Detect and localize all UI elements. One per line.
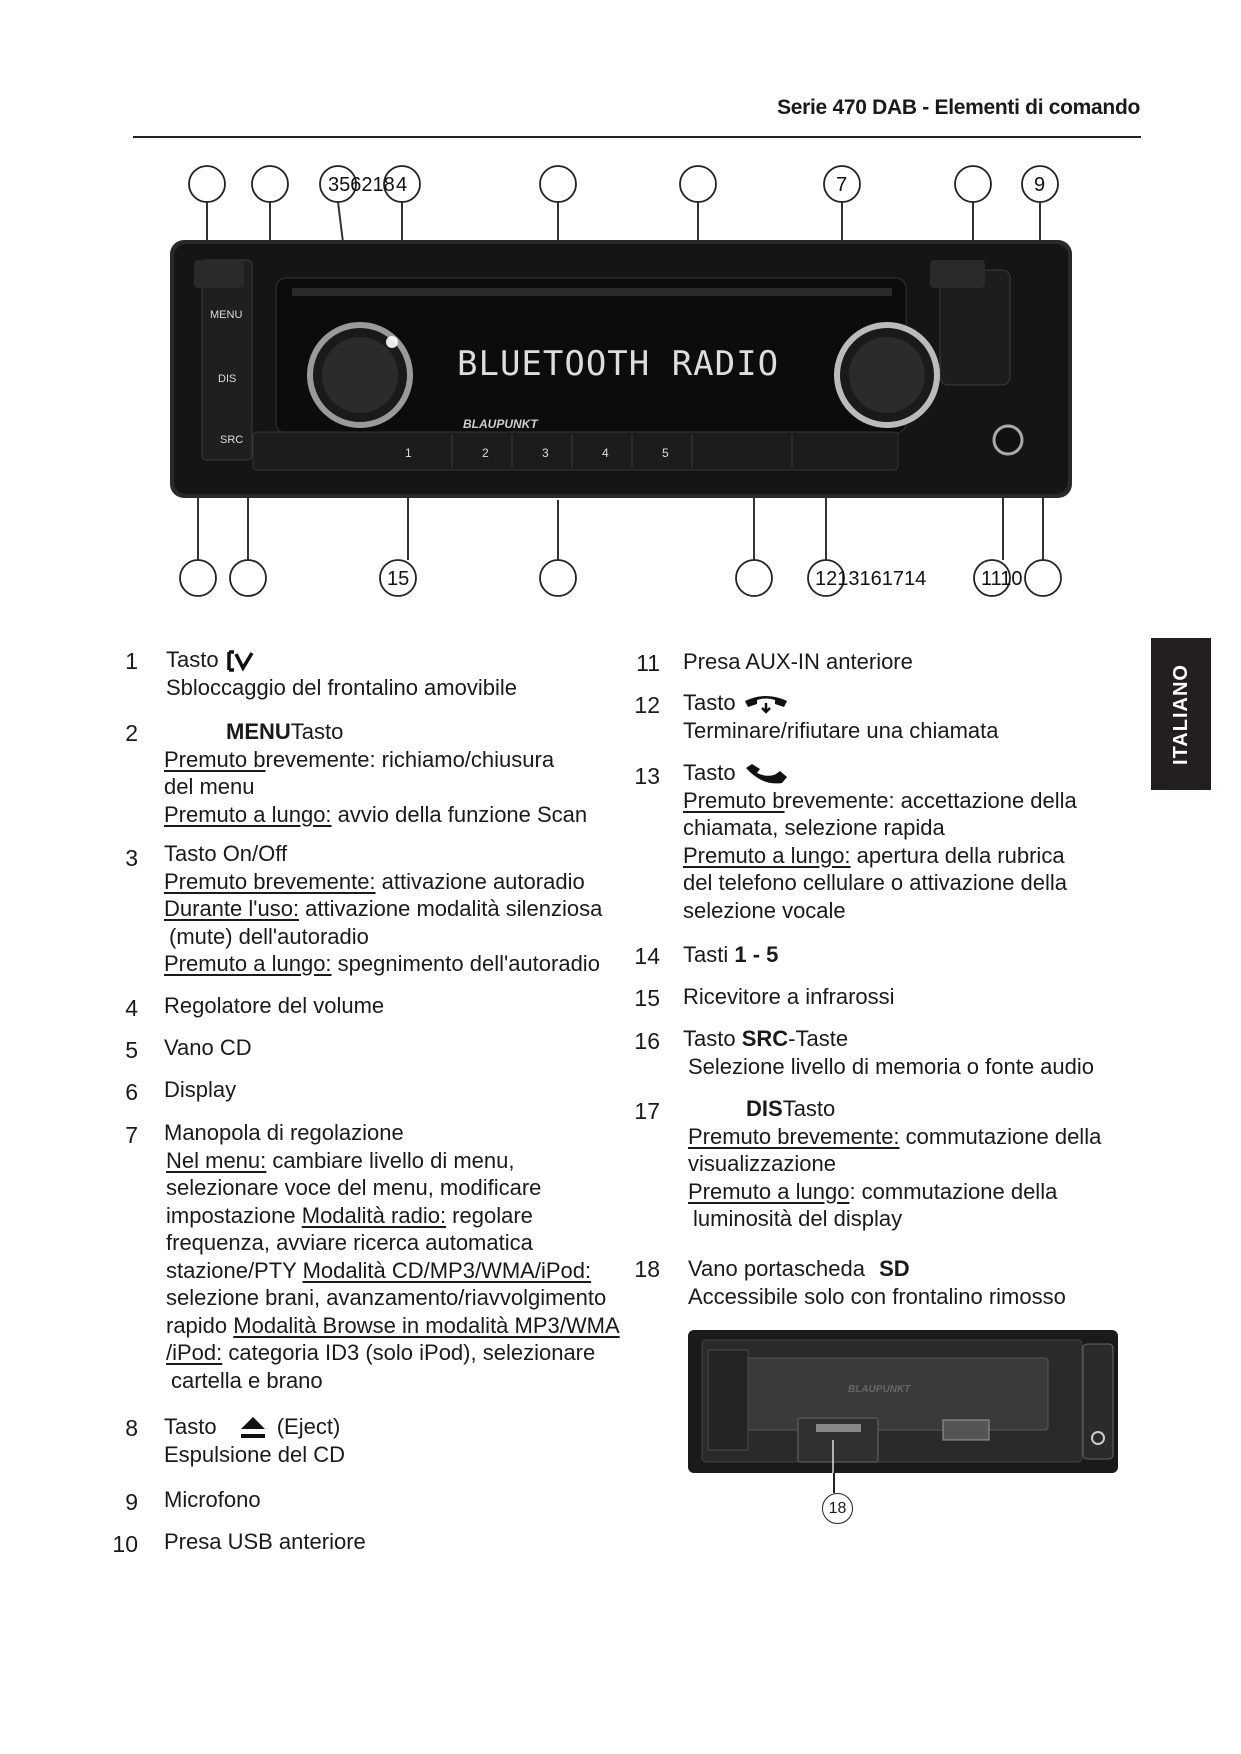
item-number: 11 xyxy=(636,650,660,676)
header-rule xyxy=(133,136,1141,138)
callout-label-1213161714: 1213161714 xyxy=(815,568,926,590)
item-number: 16 xyxy=(634,1028,660,1054)
item-number: 6 xyxy=(125,1079,138,1105)
language-tab-label: ITALIANO xyxy=(1169,663,1192,765)
left-buttons: MENU DIS SRC xyxy=(210,309,243,446)
item-number: 8 xyxy=(125,1415,138,1441)
preset-keys: 1 2 3 4 5 xyxy=(405,446,669,460)
chassis-brand: BLAUPUNKT xyxy=(848,1384,911,1395)
item-number: 9 xyxy=(125,1489,138,1515)
dis-button-label: DIS xyxy=(218,373,236,385)
menu-button-label: MENU xyxy=(210,309,242,321)
radio-front-diagram: MENU DIS SRC BLUETOOTH RADIO BLAUPUNKT 1… xyxy=(170,165,1072,597)
volume-knob xyxy=(307,322,413,428)
preset-key-1: 1 xyxy=(405,446,412,460)
item-number: 3 xyxy=(125,845,138,871)
menu-key-label: MENU xyxy=(226,719,291,744)
release-icon xyxy=(226,650,254,672)
callout-label-7: 7 xyxy=(836,174,847,196)
item-number: 14 xyxy=(634,943,660,969)
brand-logo: BLAUPUNKT xyxy=(463,417,539,431)
callout-labels: 356218 4 7 9 15 1213161714 1110 xyxy=(328,174,1045,590)
item-description: Sbloccaggio del frontalino amovibile xyxy=(166,674,517,700)
item-title: Tasto xyxy=(166,647,219,672)
item-number: 13 xyxy=(634,763,660,789)
radio-body xyxy=(170,240,1072,498)
item-number: 17 xyxy=(634,1098,660,1124)
callout-label-356218: 356218 xyxy=(328,174,395,196)
item-number: 2 xyxy=(125,720,138,746)
language-tab: ITALIANO xyxy=(1151,638,1211,790)
aux-jack xyxy=(992,424,1024,456)
item-number: 1 xyxy=(125,648,138,674)
preset-key-3: 3 xyxy=(542,446,549,460)
preset-key-4: 4 xyxy=(602,446,609,460)
callout-18-line xyxy=(833,1473,835,1493)
item-number: 7 xyxy=(125,1122,138,1148)
eject-icon xyxy=(240,1417,265,1439)
display-text: BLUETOOTH RADIO xyxy=(457,344,779,384)
src-key-label: SRC xyxy=(741,1026,789,1051)
item-number: 12 xyxy=(634,692,660,718)
page-header-title: Serie 470 DAB - Elementi di comando xyxy=(777,96,1140,119)
bottom-callout-circles xyxy=(179,559,1062,597)
callout-18: 18 xyxy=(822,1493,853,1524)
item-number: 5 xyxy=(125,1037,138,1063)
callout-label-4: 4 xyxy=(396,174,407,196)
top-callout-circles xyxy=(188,165,1059,203)
chassis-photo: BLAUPUNKT xyxy=(688,1330,1118,1473)
item-number: 15 xyxy=(634,985,660,1011)
callout-label-15: 15 xyxy=(387,568,409,590)
preset-key-5: 5 xyxy=(662,446,669,460)
dis-key-label: DIS xyxy=(746,1096,783,1121)
callout-label-1110: 1110 xyxy=(981,568,1023,590)
control-knob xyxy=(834,322,940,428)
preset-key-2: 2 xyxy=(482,446,489,460)
callout-label-9: 9 xyxy=(1034,174,1045,196)
item-number: 4 xyxy=(125,995,138,1021)
src-button-label: SRC xyxy=(220,434,243,446)
sd-label: SD xyxy=(879,1256,910,1281)
item-number: 10 xyxy=(112,1531,138,1557)
phone-icon xyxy=(745,764,787,784)
end-call-icon xyxy=(744,696,787,714)
item-number: 18 xyxy=(634,1256,660,1282)
